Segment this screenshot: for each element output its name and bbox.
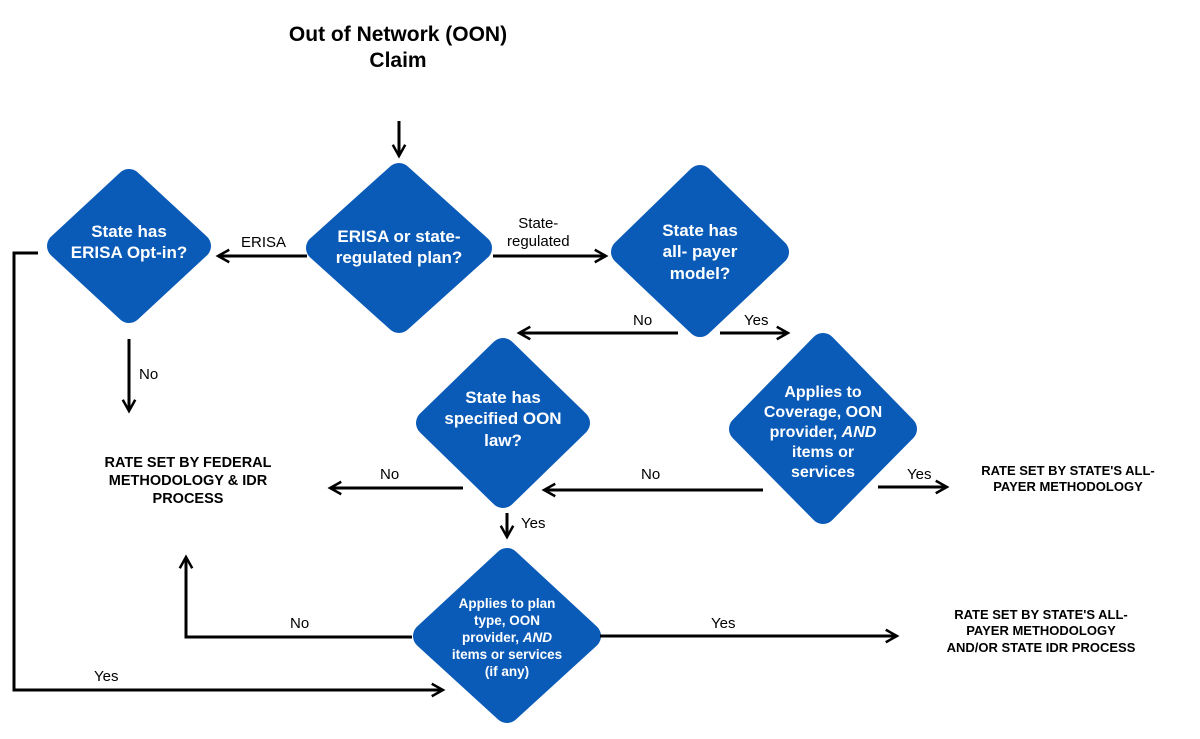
label-coverage-no: No — [641, 466, 661, 483]
label-allpayer-no: No — [633, 312, 653, 329]
diamond-oon-law — [416, 338, 590, 508]
node-applies-plan: Applies to plan type, OON provider, AND … — [451, 595, 563, 679]
diamond-erisa-optin — [47, 169, 211, 323]
diamond-applies-plan — [413, 548, 601, 723]
label-oonlaw-yes: Yes — [521, 515, 546, 532]
label-plan-no: No — [290, 615, 310, 632]
diamond-applies-coverage — [729, 333, 917, 524]
node-oon-law: State has specified OON law? — [444, 388, 562, 450]
label-state-regulated: State- regulated — [507, 215, 570, 250]
label-coverage-yes: Yes — [907, 466, 932, 483]
label-optin-yes: Yes — [94, 668, 119, 685]
node-all-payer: State has all- payer model? — [662, 221, 738, 283]
label-optin-no: No — [139, 366, 159, 383]
outcome-state-allpayer: RATE SET BY STATE'S ALL- PAYER METHODOLO… — [981, 463, 1155, 495]
arrow-optin-yes — [12, 251, 443, 690]
label-oonlaw-no: No — [380, 466, 400, 483]
outcome-federal: RATE SET BY FEDERAL METHODOLOGY & IDR PR… — [104, 455, 272, 508]
node-erisa-optin: State has ERISA Opt-in? — [70, 221, 188, 262]
diamond-all-payer — [611, 165, 789, 337]
arrow-plan-no — [186, 557, 412, 639]
label-erisa: ERISA — [241, 234, 287, 251]
page-title: Out of Network (OON) Claim — [288, 23, 508, 72]
node-erisa-or-state: ERISA or state- regulated plan? — [335, 226, 463, 267]
label-allpayer-yes: Yes — [744, 312, 769, 329]
label-plan-yes: Yes — [711, 615, 736, 632]
outcome-state-allpayer-idr: RATE SET BY STATE'S ALL- PAYER METHODOLO… — [946, 607, 1136, 655]
node-applies-coverage: Applies to Coverage, OON provider, AND i… — [763, 384, 883, 481]
diamond-erisa-or-state — [306, 163, 492, 333]
